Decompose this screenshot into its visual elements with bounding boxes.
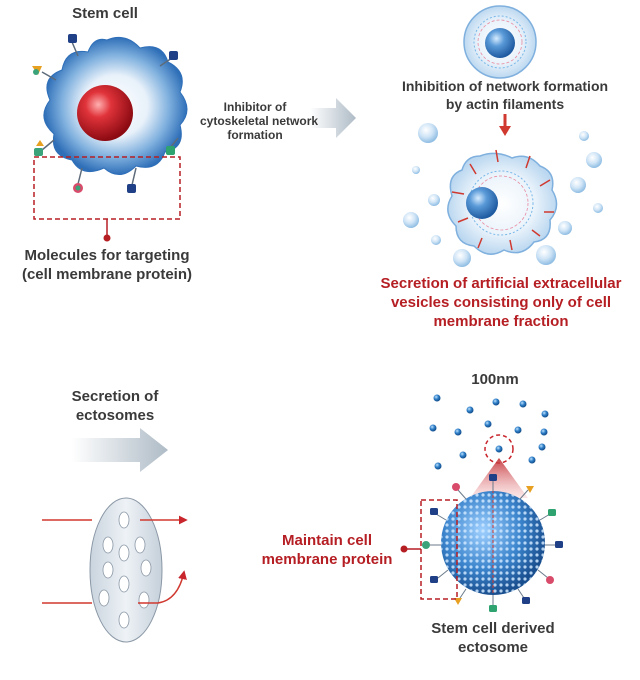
maintain-label-line2: membrane protein: [261, 551, 393, 568]
inhibitor-label-line2: cytoskeletal network: [200, 114, 319, 128]
inhibition-arrow: [499, 114, 511, 136]
vesicle-secreting-cell: [447, 149, 558, 255]
inhibition-label: Inhibition of network formation by actin…: [385, 77, 625, 113]
stem-cell-title: Stem cell: [72, 5, 138, 22]
ectosome-label: Stem cell derived ectosome: [418, 619, 568, 657]
ectosome-graphic: [422, 474, 563, 612]
inhibitor-label-line1: Inhibitor of: [223, 100, 287, 114]
ectosome-label-line2: ectosome: [457, 639, 529, 656]
targeting-label-line1: Molecules for targeting: [24, 247, 190, 264]
maintain-highlight-box: [400, 499, 458, 600]
scale-label: 100nm: [471, 371, 519, 388]
process-arrow-2: [72, 428, 168, 472]
ectosome-label-line1: Stem cell derived: [431, 620, 555, 637]
secretion-vesicles-line3: membrane fraction: [433, 313, 569, 330]
intact-cell-graphic: [463, 5, 537, 79]
inhibitor-label-line3: formation: [227, 128, 283, 142]
secretion-vesicles-line1: Secretion of artificial extracellular: [380, 275, 622, 292]
secretion-vesicles-label: Secretion of artificial extracellular ve…: [362, 274, 640, 331]
maintain-label-line1: Maintain cell: [281, 532, 373, 549]
ectosomes-label: Secretion of ectosomes: [60, 387, 170, 425]
maintain-label: Maintain cell membrane protein: [252, 531, 402, 569]
stem-cell-graphic: [32, 34, 188, 193]
inhibitor-label: Inhibitor of cytoskeletal network format…: [200, 100, 319, 142]
zoom-cone: [470, 458, 528, 498]
inhibition-label-line2: by actin filaments: [445, 96, 565, 112]
ectosomes-label-line1: Secretion of: [71, 388, 159, 405]
ectosome-particles: [429, 394, 549, 470]
process-arrow-1: [310, 98, 356, 138]
inhibition-label-line1: Inhibition of network formation: [401, 78, 609, 94]
filter-membrane-graphic: [42, 497, 188, 643]
targeting-label: Molecules for targeting (cell membrane p…: [7, 246, 207, 284]
targeting-label-line2: (cell membrane protein): [21, 266, 193, 283]
extracellular-vesicles: [403, 123, 603, 267]
ectosomes-label-line2: ectosomes: [75, 407, 155, 424]
targeting-highlight-box: [33, 156, 181, 242]
secretion-vesicles-line2: vesicles consisting only of cell: [390, 294, 612, 311]
